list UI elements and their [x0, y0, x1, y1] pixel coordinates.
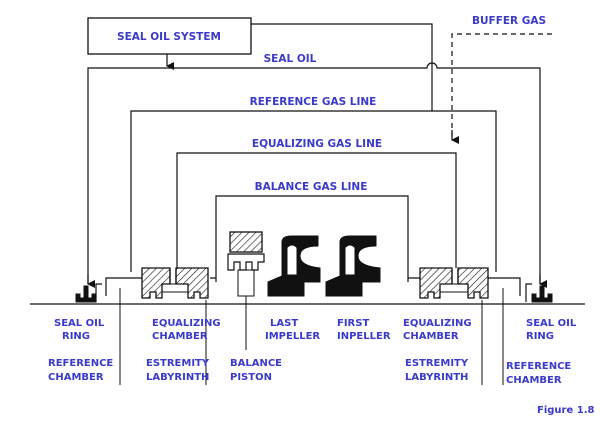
last-impeller [267, 235, 321, 297]
last-impeller-label-1: LAST [270, 318, 298, 329]
estremity-labyrinth-left-label-1: ESTREMITY [146, 358, 210, 369]
balance-piston [227, 231, 265, 297]
seal-oil-label: SEAL OIL [264, 53, 317, 65]
buffer-gas-line [451, 33, 552, 138]
balance-piston-label-2: PISTON [230, 372, 272, 383]
seal-oil-ring-left-label-2: RING [62, 331, 90, 342]
equalizing-chamber-left-label-2: CHAMBER [152, 331, 208, 342]
balance-gas-line-label: BALANCE GAS LINE [255, 181, 368, 193]
equalizing-gas-line [176, 152, 457, 268]
balance-piston-label-1: BALANCE [230, 358, 282, 369]
first-impeller [325, 235, 381, 297]
seal-oil-ring-right [525, 283, 553, 303]
labyrinth-left [141, 267, 209, 299]
equalizing-chamber-right-label-1: EQUALIZING [403, 318, 472, 329]
casing-outline-right [408, 277, 521, 296]
seal-oil-ring-left-label-1: SEAL OIL [54, 318, 105, 329]
estremity-labyrinth-left-label-2: LABYRINTH [146, 372, 209, 383]
last-impeller-label-2: IMPELLER [265, 331, 320, 342]
buffer-gas-label: BUFFER GAS [472, 15, 546, 27]
seal-oil-line [87, 62, 541, 284]
reference-chamber-right-label-1: REFERENCE [506, 361, 571, 372]
seal-oil-ring-left [75, 283, 102, 303]
casing-outline [105, 277, 216, 296]
equalizing-gas-line-label: EQUALIZING GAS LINE [252, 138, 382, 150]
reference-chamber-left-label-2: CHAMBER [48, 372, 104, 383]
figure-caption: Figure 1.8 [537, 405, 594, 416]
labyrinth-right [419, 267, 489, 299]
reference-chamber-left-label-1: REFERENCE [48, 358, 113, 369]
equalizing-chamber-right-label-2: CHAMBER [403, 331, 459, 342]
estremity-labyrinth-right-label-1: ESTREMITY [405, 358, 469, 369]
equalizing-chamber-left-label-1: EQUALIZING [152, 318, 221, 329]
first-impeller-label-2: INPELLER [337, 331, 391, 342]
seal-oil-return-line [251, 23, 433, 111]
seal-oil-system-label: SEAL OIL SYSTEM [117, 31, 221, 43]
seal-oil-ring-right-label-2: RING [526, 331, 554, 342]
estremity-labyrinth-right-label-2: LABYRINTH [405, 372, 468, 383]
seal-oil-ring-right-label-1: SEAL OIL [526, 318, 577, 329]
balance-gas-line [215, 195, 409, 282]
reference-gas-line [130, 110, 497, 272]
first-impeller-label-1: FIRST [337, 318, 369, 329]
seal-oil-system-box [87, 17, 252, 55]
reference-gas-line-label: REFERENCE GAS LINE [250, 96, 377, 108]
reference-chamber-right-label-2: CHAMBER [506, 375, 562, 386]
